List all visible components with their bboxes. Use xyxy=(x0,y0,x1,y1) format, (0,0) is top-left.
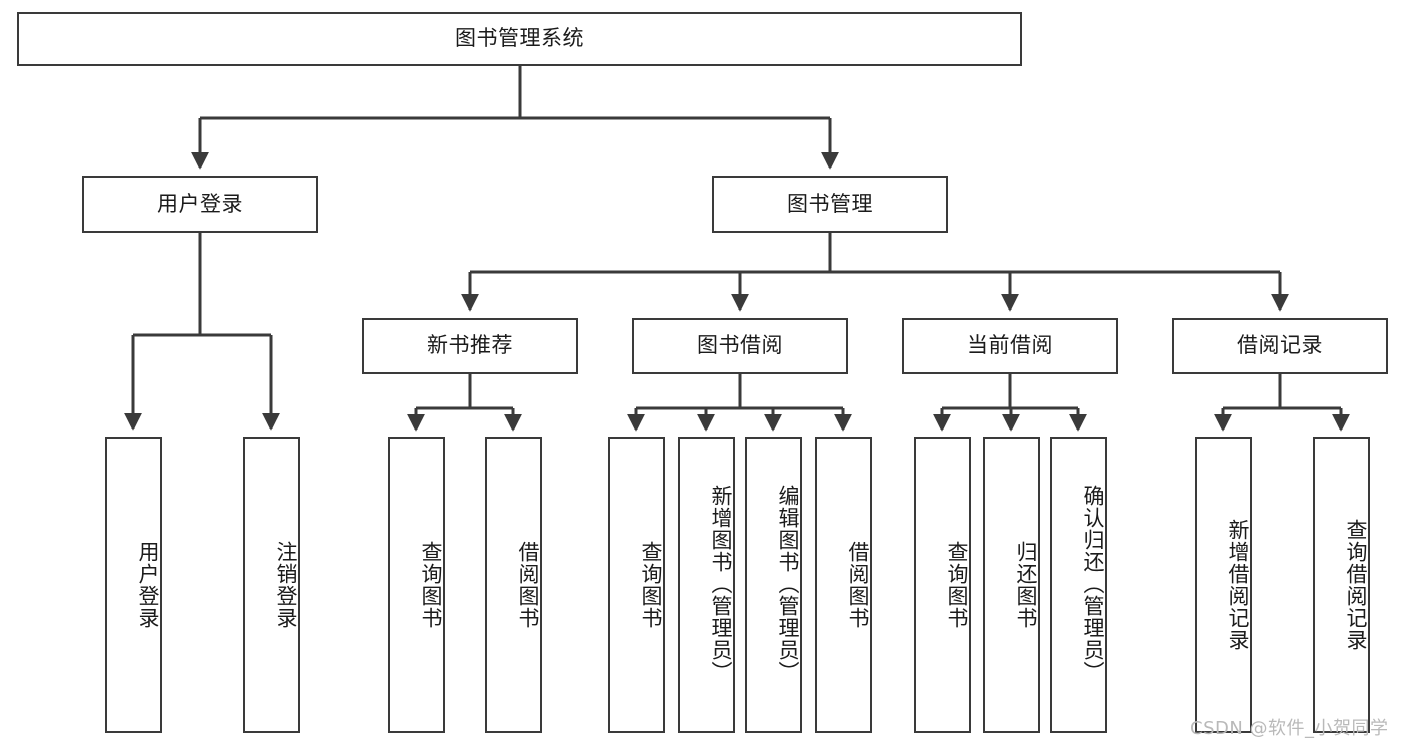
node-leaf-return-book[interactable]: 归还图书 xyxy=(983,437,1040,733)
node-leaf-query-book-3[interactable]: 查询图书 xyxy=(914,437,971,733)
node-leaf-add-book[interactable]: 新增图书（管理员） xyxy=(678,437,735,733)
node-current-borrow[interactable]: 当前借阅 xyxy=(902,318,1118,374)
node-leaf-logout[interactable]: 注销登录 xyxy=(243,437,300,733)
node-book-borrow[interactable]: 图书借阅 xyxy=(632,318,848,374)
node-new-book-recommend[interactable]: 新书推荐 xyxy=(362,318,578,374)
node-root[interactable]: 图书管理系统 xyxy=(17,12,1022,66)
node-book-manage[interactable]: 图书管理 xyxy=(712,176,948,233)
node-leaf-query-book-1[interactable]: 查询图书 xyxy=(388,437,445,733)
node-leaf-edit-book[interactable]: 编辑图书（管理员） xyxy=(745,437,802,733)
node-borrow-record[interactable]: 借阅记录 xyxy=(1172,318,1388,374)
node-leaf-user-login[interactable]: 用户登录 xyxy=(105,437,162,733)
node-leaf-confirm-return[interactable]: 确认归还（管理员） xyxy=(1050,437,1107,733)
node-leaf-borrow-book-2[interactable]: 借阅图书 xyxy=(815,437,872,733)
node-leaf-query-book-2[interactable]: 查询图书 xyxy=(608,437,665,733)
node-user-login[interactable]: 用户登录 xyxy=(82,176,318,233)
node-leaf-borrow-book-1[interactable]: 借阅图书 xyxy=(485,437,542,733)
csdn-watermark: CSDN @软件_小贺同学 xyxy=(1190,718,1389,739)
node-leaf-query-record[interactable]: 查询借阅记录 xyxy=(1313,437,1370,733)
node-leaf-add-record[interactable]: 新增借阅记录 xyxy=(1195,437,1252,733)
